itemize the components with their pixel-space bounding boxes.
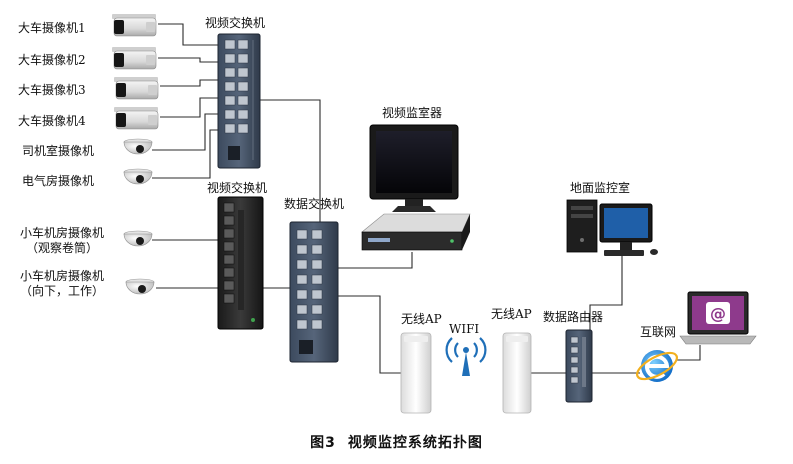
bullet-camera-1-icon <box>112 14 157 37</box>
cable-camera-4 <box>160 97 218 118</box>
camera-7-sublabel: （观察卷筒） <box>25 241 98 255</box>
ap-right-icon <box>502 332 532 414</box>
camera-8-label: 小车机房摄像机 <box>19 269 104 283</box>
wifi-tower-icon <box>445 337 487 376</box>
figure-title: 视频监控系统拓扑图 <box>347 435 483 451</box>
ground-room-pc-icon <box>566 199 658 256</box>
video-switch-mid-icon <box>217 196 264 330</box>
data-switch-label: 数据交换机 <box>284 197 345 211</box>
cable-router-ground <box>589 256 623 350</box>
bullet-camera-2-icon <box>112 47 157 70</box>
figure-caption: 图3 视频监控系统拓扑图 <box>0 432 793 452</box>
wifi-label: WIFI <box>449 322 480 336</box>
camera-6-label: 电气房摄像机 <box>22 174 95 188</box>
video-switch-mid-label: 视频交换机 <box>207 181 268 195</box>
nvr-recorder-icon <box>361 213 471 251</box>
dome-camera-2-icon <box>123 168 153 185</box>
ap-right-label: 无线AP <box>491 307 532 321</box>
camera-3-label: 大车摄像机3 <box>18 83 86 97</box>
camera-2-label: 大车摄像机2 <box>18 53 86 67</box>
dome-camera-4-icon <box>125 278 155 295</box>
cable-camera-2 <box>158 57 218 63</box>
camera-7-label: 小车机房摄像机 <box>19 226 104 240</box>
cable-camera-6 <box>152 129 218 179</box>
cable-dataswitch-ap <box>338 295 401 374</box>
video-switch-top-icon <box>217 33 261 169</box>
dome-camera-1-icon <box>123 138 153 155</box>
dome-camera-3-icon <box>123 230 153 247</box>
video-switch-top-label: 视频交换机 <box>205 16 266 30</box>
data-switch-icon <box>289 221 339 363</box>
bullet-camera-3-icon <box>114 77 159 100</box>
cables <box>152 23 701 374</box>
internet-globe-icon <box>636 350 678 382</box>
internet-label: 互联网 <box>640 325 677 339</box>
ap-left-label: 无线AP <box>401 312 442 326</box>
camera-1-label: 大车摄像机1 <box>18 21 86 35</box>
video-monitor-icon <box>369 124 459 212</box>
cable-camera-1 <box>158 23 218 46</box>
video-monitor-label: 视频监室器 <box>382 106 443 120</box>
camera-5-label: 司机室摄像机 <box>22 144 95 158</box>
data-router-icon <box>565 329 593 403</box>
cable-dataswitch-nvr <box>338 252 413 269</box>
camera-4-label: 大车摄像机4 <box>18 114 86 128</box>
cable-topswitch-dataswitch <box>260 99 321 222</box>
cable-internet-laptop <box>676 345 701 361</box>
camera-8-sublabel: （向下，工作） <box>19 284 104 298</box>
ground-room-label: 地面监控室 <box>570 181 631 195</box>
ap-left-icon <box>400 332 432 414</box>
bullet-camera-4-icon <box>114 107 159 130</box>
router-label: 数据路由器 <box>543 310 604 324</box>
figure-number: 图3 <box>310 435 336 451</box>
cable-camera-5 <box>152 113 218 151</box>
cable-camera-3 <box>160 79 218 87</box>
laptop-icon: @ <box>679 291 757 345</box>
svg-text:@: @ <box>710 304 726 323</box>
